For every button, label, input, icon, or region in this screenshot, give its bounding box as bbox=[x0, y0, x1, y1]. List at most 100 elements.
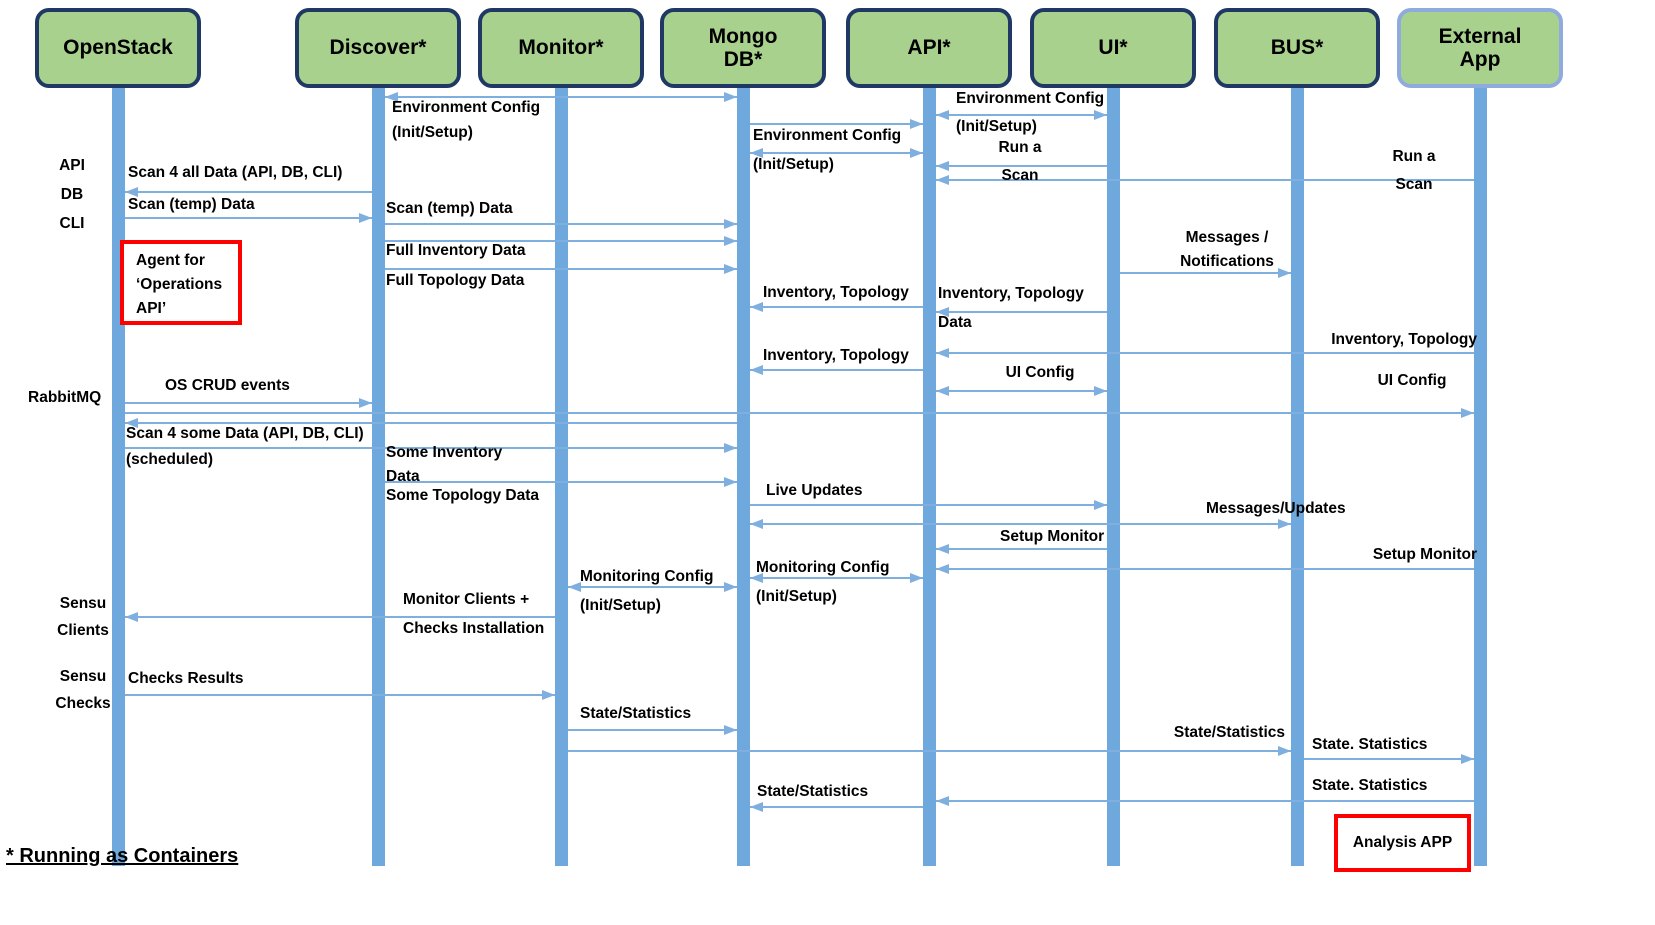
arrowhead-left-env-config-discover-mongodb bbox=[384, 92, 398, 102]
message-label: Full Topology Data bbox=[386, 272, 525, 289]
message-label: (Init/Setup) bbox=[753, 156, 834, 173]
message-label: Scan bbox=[1001, 167, 1039, 184]
arrow-setup-monitor-ui-api bbox=[935, 548, 1107, 550]
arrow-state-statistics-api-mongodb bbox=[749, 806, 923, 808]
message-label: Data bbox=[386, 468, 420, 485]
lifeline-bus bbox=[1290, 88, 1304, 866]
message-label: Scan (temp) Data bbox=[128, 196, 255, 213]
lifeline-extapp bbox=[1473, 88, 1487, 866]
arrow-messages-notifications-ui-bus bbox=[1119, 272, 1291, 274]
message-label: Messages / bbox=[1185, 229, 1269, 246]
callout-line: API’ bbox=[136, 300, 167, 317]
arrowhead-right-monitoring-config-monitor-mongodb bbox=[723, 582, 737, 592]
arrowhead-left-monitor-clients-monitor-openstack bbox=[124, 612, 138, 622]
actor-api: API* bbox=[846, 8, 1012, 88]
arrowhead-left-inventory-topology-data-ui-api bbox=[935, 307, 949, 317]
message-label: Checks Installation bbox=[403, 620, 545, 637]
arrowhead-left-setup-monitor-extapp-api bbox=[935, 564, 949, 574]
arrowhead-left-env-config-mongodb-api-2 bbox=[749, 148, 763, 158]
message-label: Run a bbox=[998, 139, 1042, 156]
message-label: Environment Config bbox=[956, 90, 1105, 107]
arrowhead-right-scan-temp-data-openstack-discover bbox=[358, 213, 372, 223]
message-label: State/Statistics bbox=[1173, 724, 1285, 741]
arrow-scan-temp-data-discover-mongodb bbox=[384, 223, 737, 225]
arrowhead-left-ui-config-ui-api bbox=[935, 386, 949, 396]
arrowhead-left-setup-monitor-ui-api bbox=[935, 544, 949, 554]
arrow-some-data-discover-mongodb bbox=[384, 481, 737, 483]
message-label: Clients bbox=[57, 622, 109, 639]
message-label: Setup Monitor bbox=[1372, 546, 1477, 563]
actor-mongodb: Mongo DB* bbox=[660, 8, 826, 88]
actor-label-ui: UI* bbox=[1098, 36, 1128, 60]
arrow-inventory-topology-api-mongodb-1 bbox=[749, 306, 923, 308]
arrow-state-statistics-monitor-mongodb bbox=[567, 729, 737, 731]
message-label: Setup Monitor bbox=[1000, 528, 1105, 545]
arrowhead-right-env-config-mongodb-api-2 bbox=[909, 148, 923, 158]
arrowhead-left-scan-4-some-return-mongodb-openstack bbox=[124, 418, 138, 428]
arrowhead-left-env-config-api-ui bbox=[935, 110, 949, 120]
message-label: Messages/Updates bbox=[1206, 500, 1346, 517]
arrowhead-right-env-config-mongodb-api-1 bbox=[909, 119, 923, 129]
message-label: Checks Results bbox=[128, 670, 244, 687]
arrowhead-right-messages-updates-bus-mongodb bbox=[1277, 519, 1291, 529]
arrowhead-left-monitoring-config-mongodb-api bbox=[749, 573, 763, 583]
arrowhead-right-checks-results-openstack-monitor bbox=[541, 690, 555, 700]
message-label: State. Statistics bbox=[1312, 777, 1428, 794]
message-label: Scan (temp) Data bbox=[386, 200, 513, 217]
message-label: Environment Config bbox=[392, 99, 541, 116]
message-label: State/Statistics bbox=[757, 783, 869, 800]
actor-label-mongodb: Mongo DB* bbox=[708, 24, 778, 71]
message-label: API bbox=[59, 157, 85, 174]
arrow-os-crud-events-openstack-discover bbox=[124, 402, 372, 404]
message-label: Notifications bbox=[1180, 253, 1274, 270]
arrow-ui-config-openstack-extapp bbox=[124, 412, 1474, 414]
arrowhead-right-env-config-discover-mongodb bbox=[723, 92, 737, 102]
callout-analysis-app: Analysis APP bbox=[1334, 814, 1471, 872]
arrow-scan-4-all-data-discover-openstack bbox=[124, 191, 372, 193]
arrow-scan-temp-data-openstack-discover bbox=[124, 217, 372, 219]
callout-line: Analysis APP bbox=[1352, 834, 1453, 851]
message-label: (scheduled) bbox=[126, 451, 213, 468]
message-label: CLI bbox=[59, 215, 85, 232]
arrowhead-left-run-a-scan-ui-api bbox=[935, 161, 949, 171]
arrow-state-statistics-monitor-bus bbox=[567, 750, 1291, 752]
footnote-running-as-containers: * Running as Containers bbox=[6, 845, 239, 867]
message-label: OS CRUD events bbox=[165, 377, 290, 394]
arrowhead-right-some-data-discover-mongodb bbox=[723, 477, 737, 487]
arrowhead-right-os-crud-events-openstack-discover bbox=[358, 398, 372, 408]
arrowhead-left-messages-updates-bus-mongodb bbox=[749, 519, 763, 529]
arrow-messages-updates-bus-mongodb bbox=[749, 523, 1291, 525]
actor-monitor: Monitor* bbox=[478, 8, 644, 88]
arrowhead-right-messages-notifications-ui-bus bbox=[1277, 268, 1291, 278]
message-label: Inventory, Topology bbox=[763, 284, 909, 301]
lifeline-api bbox=[922, 88, 936, 866]
message-label: (Init/Setup) bbox=[756, 588, 837, 605]
arrow-env-config-api-ui bbox=[935, 114, 1107, 116]
message-label: Monitoring Config bbox=[756, 559, 890, 576]
message-label: Monitor Clients + bbox=[403, 591, 530, 608]
arrowhead-right-ui-config-ui-api bbox=[1093, 386, 1107, 396]
message-label: Full Inventory Data bbox=[386, 242, 526, 259]
message-label: Some Topology Data bbox=[386, 487, 540, 504]
callout-line: ‘Operations bbox=[136, 276, 223, 293]
arrow-inventory-topology-extapp-api bbox=[935, 352, 1474, 354]
actor-bus: BUS* bbox=[1214, 8, 1380, 88]
message-label: Environment Config bbox=[753, 127, 902, 144]
message-label: DB bbox=[60, 186, 84, 203]
arrowhead-right-state-statistics-monitor-bus bbox=[1277, 746, 1291, 756]
actor-label-extapp: External App bbox=[1438, 24, 1522, 71]
message-label: (Init/Setup) bbox=[956, 118, 1037, 135]
message-label: (Init/Setup) bbox=[580, 597, 661, 614]
arrow-state-statistics-extapp-api bbox=[935, 800, 1474, 802]
arrow-monitoring-config-mongodb-api bbox=[749, 577, 923, 579]
message-label: Scan 4 some Data (API, DB, CLI) bbox=[126, 425, 364, 442]
arrow-state-statistics-bus-extapp bbox=[1303, 758, 1474, 760]
arrow-setup-monitor-extapp-api bbox=[935, 568, 1474, 570]
arrowhead-right-full-inventory-data-discover-mongodb bbox=[723, 236, 737, 246]
arrow-monitoring-config-monitor-mongodb bbox=[567, 586, 737, 588]
arrowhead-right-state-statistics-bus-extapp bbox=[1460, 754, 1474, 764]
arrow-scan-4-some-return-mongodb-openstack bbox=[124, 422, 737, 424]
actor-label-openstack: OpenStack bbox=[63, 36, 173, 60]
actor-ui: UI* bbox=[1030, 8, 1196, 88]
arrowhead-right-full-topology-data-discover-mongodb bbox=[723, 264, 737, 274]
